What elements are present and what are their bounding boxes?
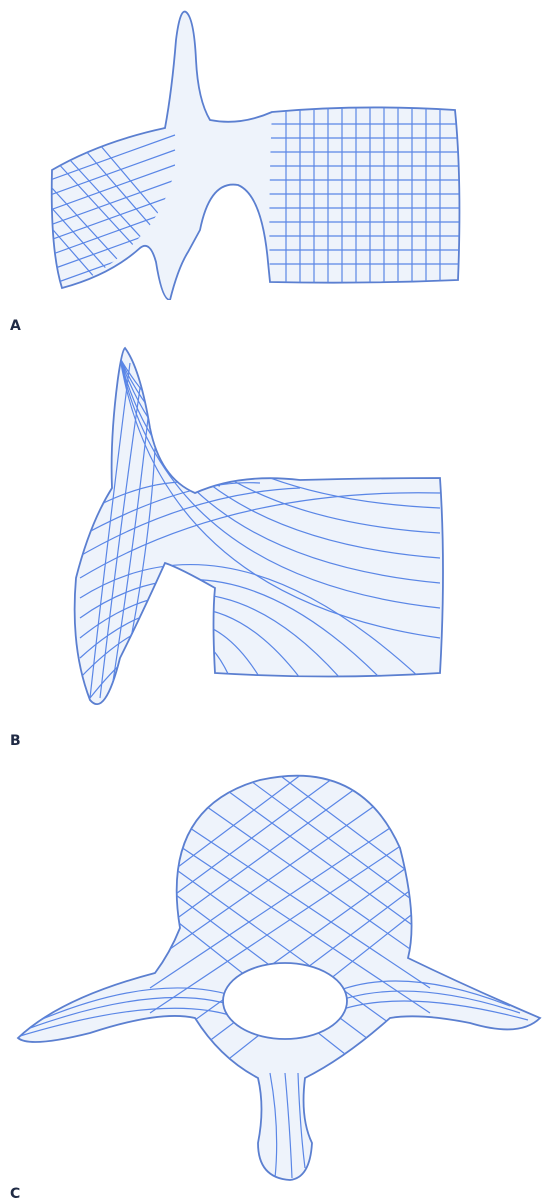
vertebral-foramen (223, 963, 347, 1039)
panel-a-figure (0, 0, 548, 300)
vertebra-lateral-grid-drawing (0, 0, 548, 300)
panel-label-c: C (10, 1186, 20, 1202)
panel-label-b: B (10, 733, 21, 749)
vertebra-lateral-oblique-drawing (0, 318, 548, 728)
panel-b-figure (0, 318, 548, 728)
vertebra-axial-drawing (0, 748, 548, 1188)
panel-c-figure (0, 748, 548, 1188)
